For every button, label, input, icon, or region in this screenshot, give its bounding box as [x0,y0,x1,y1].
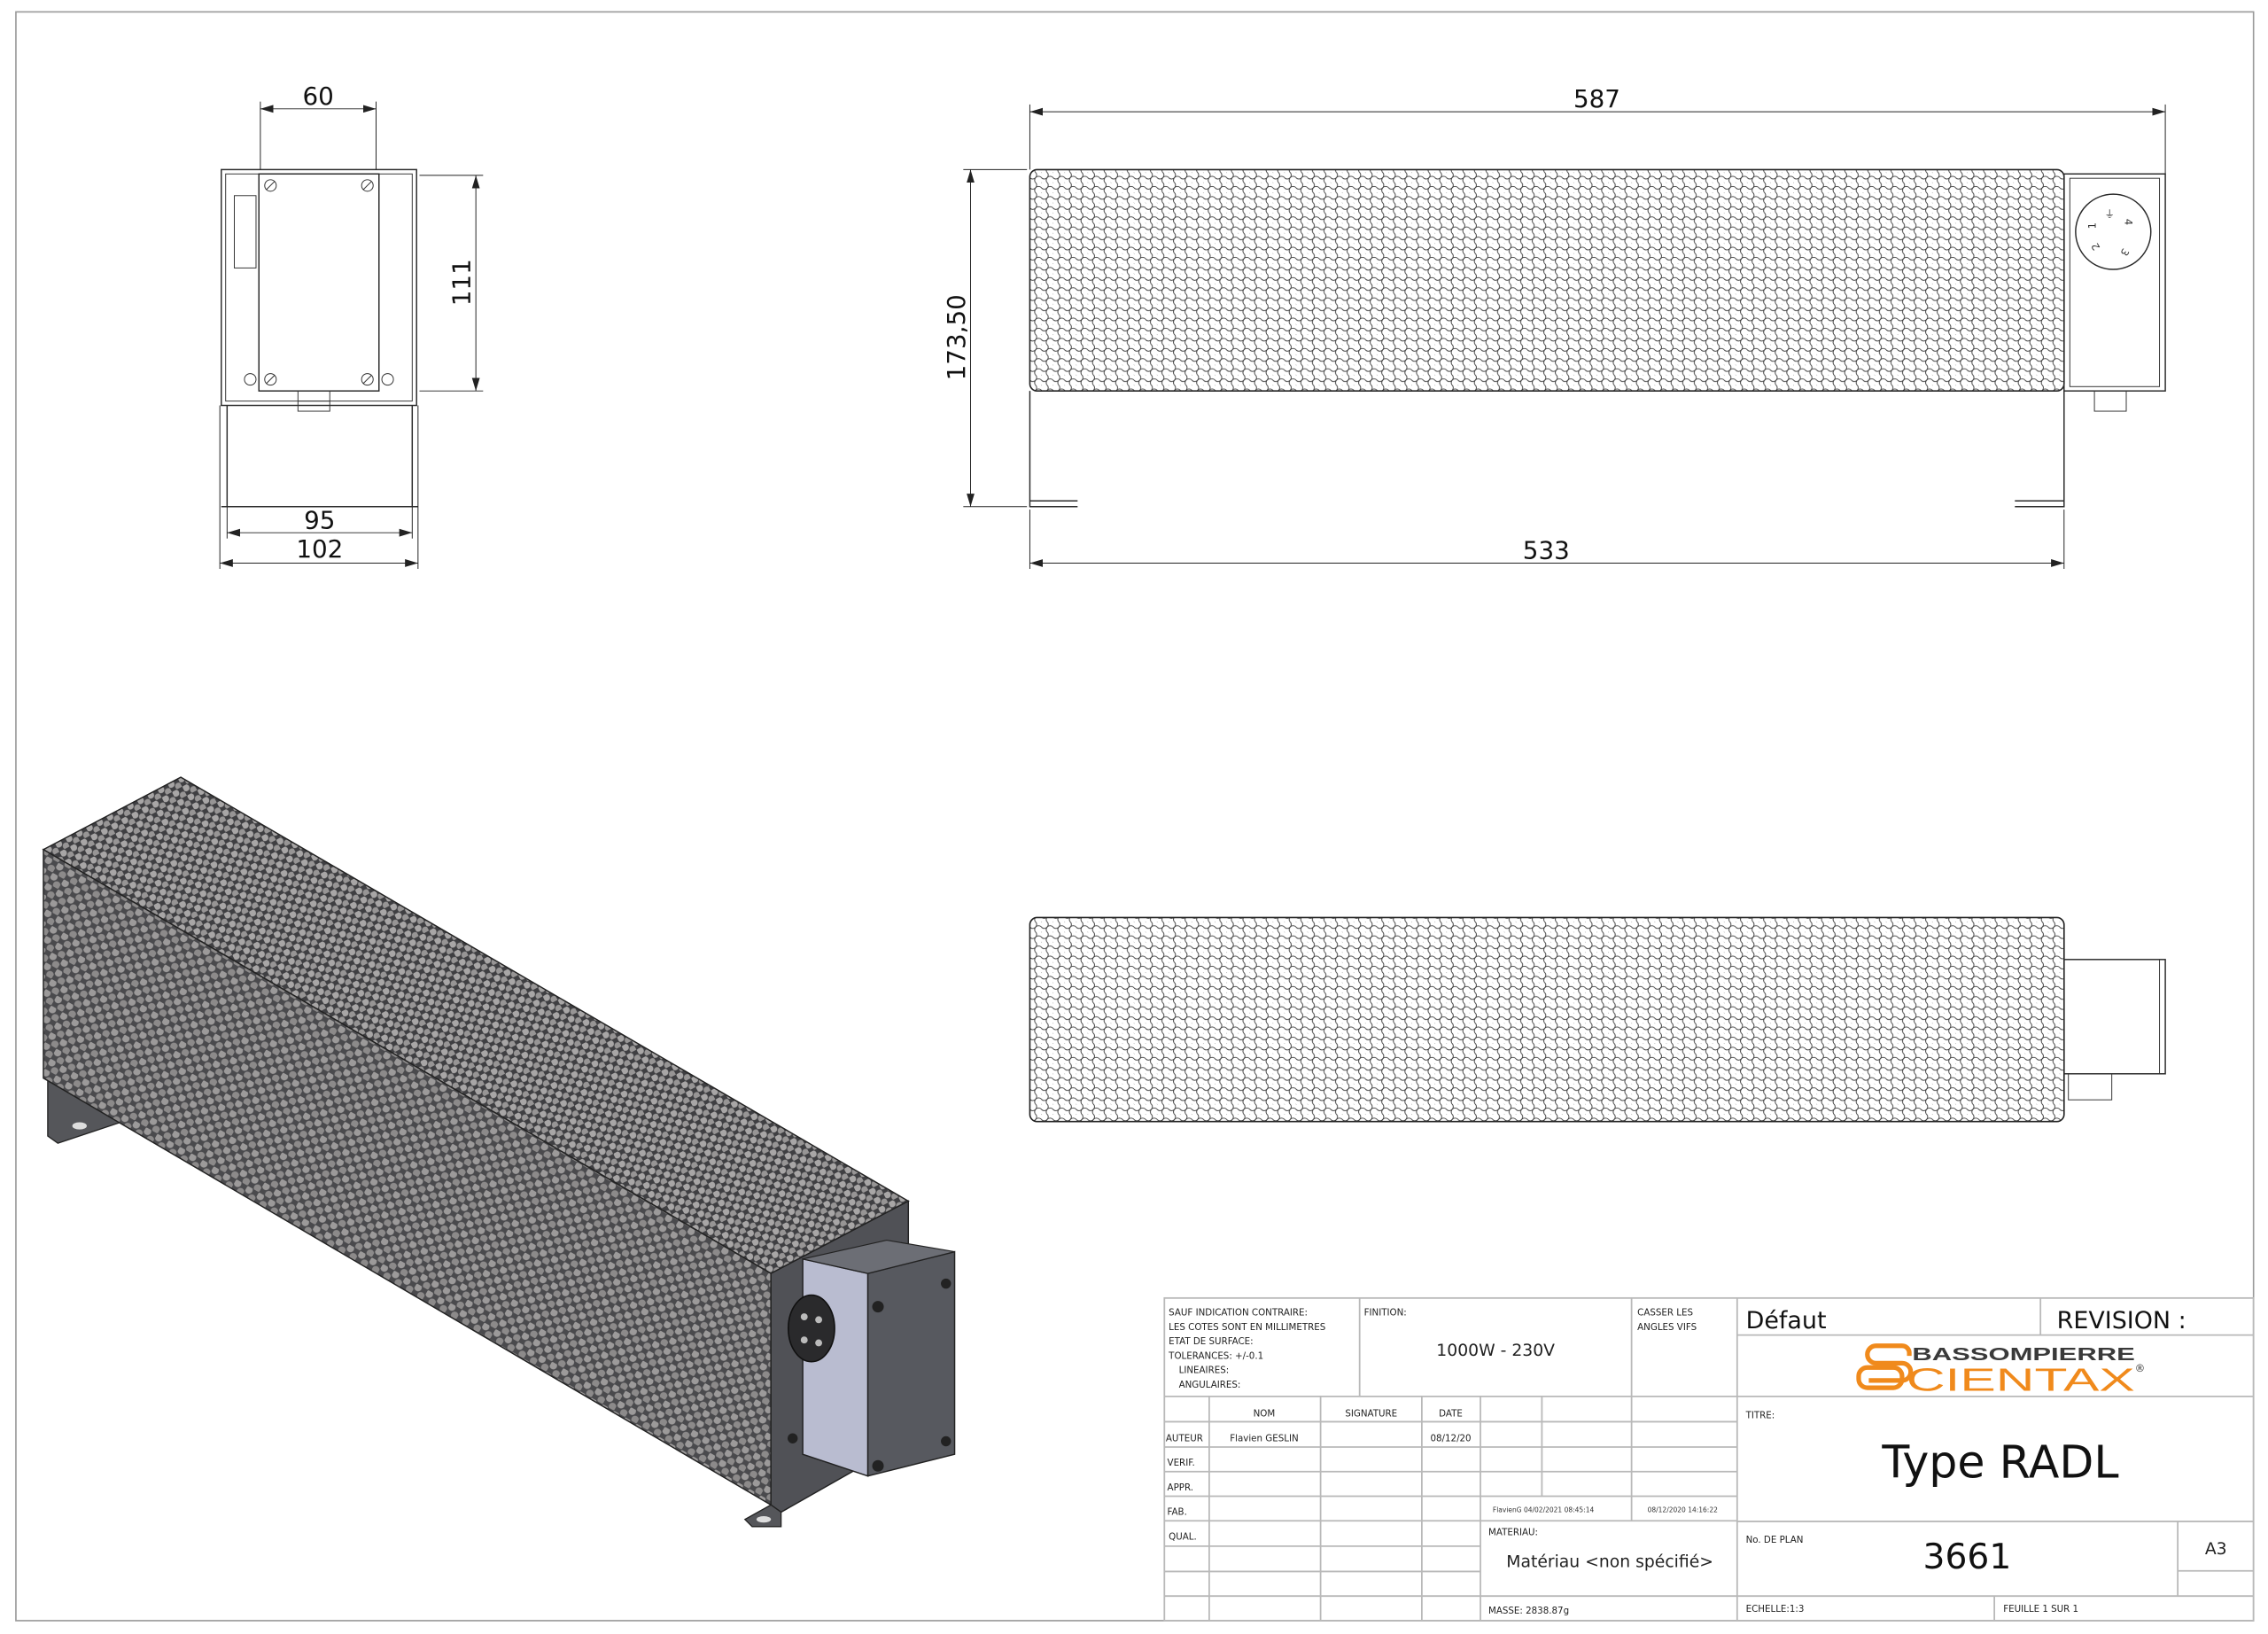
mounting-legs [1029,391,2065,508]
company-logo: BASSOMPIERRE CIENTAX ® [1856,1343,2145,1397]
dim-front-height: 111 [447,259,477,306]
dim-base-outer: 102 [296,534,343,564]
iso-connector-socket [787,1294,835,1363]
casser-note: CASSER LES ANGLES VIFS [1637,1307,1697,1332]
col-nom: NOM [1254,1409,1276,1420]
plan-label: No. DE PLAN [1746,1535,1804,1545]
row-appr: APPR. [1168,1482,1193,1493]
front-view: 60 111 95 102 [219,82,484,569]
col-date: DATE [1439,1409,1463,1420]
dim-front-width: 60 [303,82,334,111]
screw-icon [244,179,394,386]
dim-total-length: 587 [1573,84,1620,113]
dim-base-inner: 95 [304,505,335,534]
saved-stamp: FlavienG 04/02/2021 08:45:14 [1493,1506,1595,1513]
front-housing [221,168,417,407]
title-block: SAUF INDICATION CONTRAIRE: LES COTES SON… [1163,1296,2255,1622]
plan-number: 3661 [1923,1537,2012,1577]
col-signature: SIGNATURE [1345,1409,1397,1420]
row-qual: QUAL. [1169,1532,1197,1543]
junction-box-side [2063,173,2166,392]
author-date: 08/12/20 [1430,1433,1471,1443]
perforated-body-bottom [1029,916,2065,1123]
svg-text:BASSOMPIERRE: BASSOMPIERRE [1912,1345,2134,1365]
titre-label: TITRE: [1745,1410,1775,1420]
sheet-count: FEUILLE 1 SUR 1 [2003,1604,2078,1615]
connector-socket: 1 2 3 4 ⏚ [2075,193,2152,270]
finition-label: FINITION: [1364,1307,1407,1318]
author-name: Flavien GESLIN [1230,1433,1298,1443]
row-fab: FAB. [1168,1507,1187,1518]
junction-box-bottom [2063,959,2166,1075]
isometric-view [42,776,956,1528]
row-auteur: AUTEUR [1166,1433,1203,1443]
dim-height: 173,50 [942,294,971,380]
iso-leg-front [743,1504,782,1528]
iso-screw-icon [787,1278,951,1472]
revision-label: REVISION : [2057,1307,2186,1334]
iso-junction-box-side [802,1257,869,1477]
svg-text:3: 3 [2118,246,2132,258]
side-view: 1 2 3 4 ⏚ 587 173,50 533 [942,84,2166,569]
materiau-label: MATERIAU: [1488,1528,1538,1538]
materiau-value: Matériau <non spécifié> [1506,1553,1713,1572]
junction-box-front [258,173,380,392]
svg-text:2: 2 [2088,241,2102,253]
general-notes: SAUF INDICATION CONTRAIRE: LES COTES SON… [1168,1307,1328,1390]
svg-text:1: 1 [2086,222,2099,229]
svg-text:CIENTAX: CIENTAX [1907,1361,2135,1397]
drawing-title: Type RADL [1881,1436,2118,1488]
scale: ECHELLE:1:3 [1746,1604,1805,1615]
masse: MASSE: 2838.87g [1488,1606,1569,1616]
perforated-body [1029,168,2065,393]
created-stamp: 08/12/2020 14:16:22 [1648,1506,1719,1513]
svg-text:®: ® [2135,1362,2145,1374]
sheet-format: A3 [2205,1540,2227,1559]
svg-text:⏚: ⏚ [2105,207,2115,220]
sheet-border [15,11,2255,1622]
dim-body-length: 533 [1523,536,1570,565]
front-stand [221,405,418,508]
row-verif: VERIF. [1168,1458,1195,1468]
front-side-plate [234,195,257,268]
cable-gland [2093,390,2127,412]
bottom-view [1029,916,2166,1123]
finition-value: 1000W - 230V [1436,1342,1555,1360]
configuration-name: Défaut [1746,1307,1827,1334]
svg-text:4: 4 [2122,219,2134,225]
